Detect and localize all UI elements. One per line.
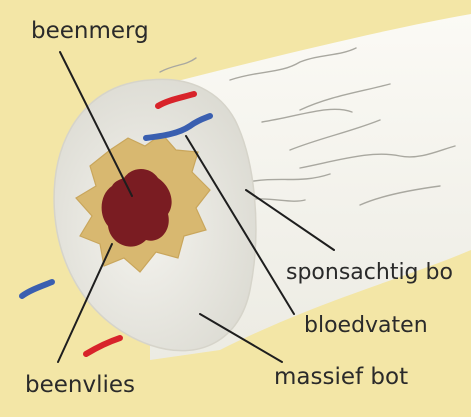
label-sponsachtig-bot: sponsachtig bo [286,262,453,284]
label-beenmerg: beenmerg [31,20,149,43]
label-massief-bot: massief bot [274,366,408,389]
label-bloedvaten: bloedvaten [304,315,428,337]
label-beenvlies: beenvlies [25,374,135,397]
